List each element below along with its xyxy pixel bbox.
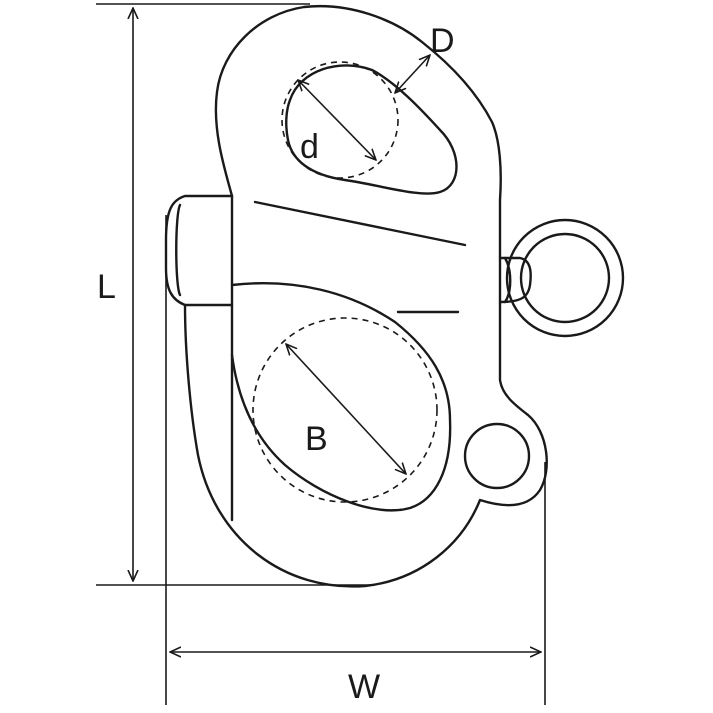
- width-dimension: W: [165, 215, 546, 706]
- shackle-body: [164, 5, 548, 588]
- jaw-inner-outline: [230, 282, 452, 512]
- eye-inner-circle: [281, 61, 399, 179]
- jaw-opening-label: B: [305, 420, 328, 458]
- body-line-upper: [253, 200, 467, 247]
- jaw-opening-circle: [252, 317, 438, 503]
- jaw-opening: B: [230, 282, 452, 512]
- ring-lug: [498, 256, 532, 304]
- pull-ring-inner: [519, 232, 611, 324]
- top-eye: d D: [281, 22, 458, 195]
- pull-ring-outer: [505, 218, 625, 338]
- eye-inner-arrow: [298, 80, 376, 160]
- hinge-inner: [175, 203, 182, 297]
- length-label: L: [97, 268, 116, 306]
- jaw-opening-arrow: [286, 344, 406, 474]
- body-outline: [183, 5, 548, 588]
- wire-dia-arrow: [395, 55, 430, 93]
- length-dimension: L: [96, 3, 375, 586]
- hinge-block: [164, 194, 234, 307]
- pin-hole: [463, 422, 531, 490]
- ring-lug-inner: [503, 256, 512, 304]
- wire-dia-label: D: [430, 22, 455, 60]
- eye-inner-label: d: [300, 128, 319, 166]
- pull-ring: [498, 218, 625, 338]
- width-label: W: [348, 668, 380, 706]
